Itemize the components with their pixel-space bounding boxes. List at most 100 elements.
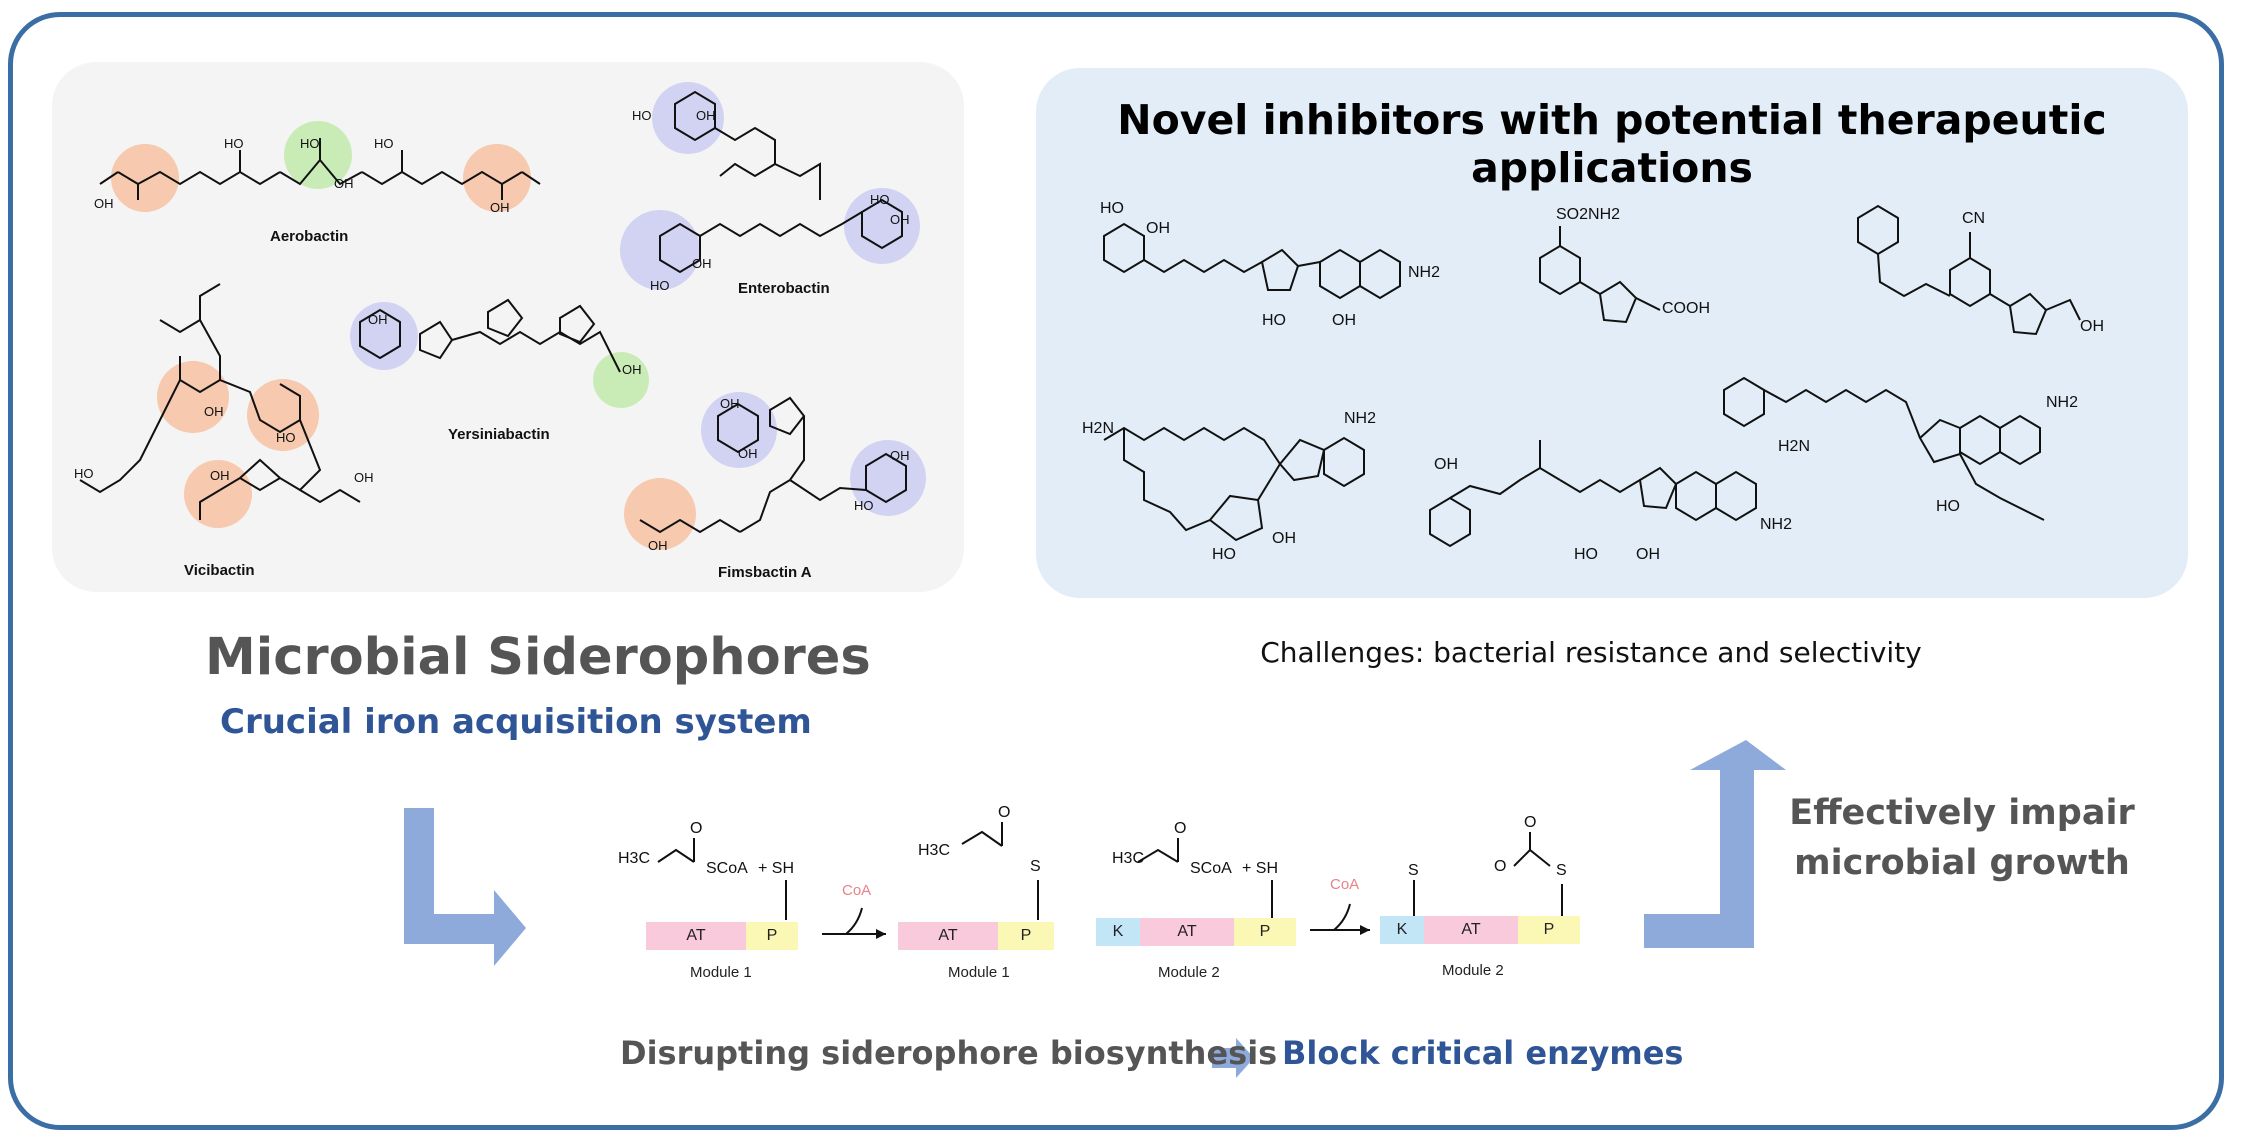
atom-label: OH xyxy=(354,470,374,485)
atom-label: HO xyxy=(1262,312,1286,329)
carboxylate-o: O xyxy=(1494,858,1507,875)
siderophore-bonds xyxy=(79,90,907,534)
coa-byproduct: CoA xyxy=(1330,876,1360,893)
plus-sh-label: + SH xyxy=(1242,860,1279,877)
atom-label: H2N xyxy=(1778,438,1811,455)
highlight-yersiniabactin-right xyxy=(593,352,649,408)
at-domain: AT xyxy=(1140,918,1234,946)
atom-label: OH xyxy=(1332,312,1356,329)
p-domain: P xyxy=(746,922,798,950)
pathway-bonds xyxy=(657,822,1563,920)
at-domain: AT xyxy=(898,922,998,950)
at-domain: AT xyxy=(646,922,746,950)
reagent-label: H3C xyxy=(918,842,951,859)
main-title: Microbial Siderophores xyxy=(205,628,871,687)
effect-line-1: Effectively impair xyxy=(1789,793,2135,833)
atom-label: OH xyxy=(738,446,758,461)
hydroxyl-label: OH xyxy=(2080,318,2104,335)
p-domain: P xyxy=(1518,916,1580,944)
highlight-vicibactin-top xyxy=(157,361,229,433)
atom-label: OH xyxy=(1636,546,1660,563)
highlight-fimsbactin-left xyxy=(624,478,696,550)
atom-label: OH xyxy=(368,312,388,327)
atom-label: NH2 xyxy=(2046,394,2079,411)
carboxyl-label: COOH xyxy=(1662,300,1710,317)
module-label: Module 2 xyxy=(1158,964,1220,981)
atom-label: HO xyxy=(300,136,320,151)
atom-label: OH xyxy=(692,256,712,271)
nitrile-label: CN xyxy=(1962,210,1986,227)
thioester-label: SCoA xyxy=(706,860,748,877)
subtitle: Crucial iron acquisition system xyxy=(220,702,812,742)
bottom-caption-right: Block critical enzymes xyxy=(1282,1034,1684,1072)
atom-label: HO xyxy=(276,430,296,445)
atom-label: OH xyxy=(204,404,224,419)
atom-label: HO xyxy=(1212,546,1236,563)
thiol-label: S xyxy=(1556,862,1567,879)
atom-label: HO xyxy=(1936,498,1960,515)
carbonyl-o: O xyxy=(1174,820,1187,837)
atom-label: HO xyxy=(632,108,652,123)
atom-label: HO xyxy=(1100,200,1124,217)
p-domain: P xyxy=(1234,918,1296,946)
p-domain: P xyxy=(998,922,1054,950)
arrow-up-right xyxy=(1644,740,1786,948)
atom-label: HO xyxy=(870,192,890,207)
label-enterobactin: Enterobactin xyxy=(738,280,830,297)
atom-label: NH2 xyxy=(1344,410,1377,427)
highlight-aerobactin-right xyxy=(463,144,531,212)
effect-line-2: microbial growth xyxy=(1794,843,2130,883)
effect-text: Effectively impair microbial growth xyxy=(1762,788,2162,888)
atom-label: OH xyxy=(1434,456,1458,473)
highlight-aerobactin-center xyxy=(284,121,352,189)
module-label: Module 1 xyxy=(690,964,752,981)
arrow-down-right xyxy=(404,808,526,966)
label-fimsbactin: Fimsbactin A xyxy=(718,564,812,581)
atom-label: OH xyxy=(1146,220,1170,237)
carbonyl-o: O xyxy=(690,820,703,837)
atom-label: OH xyxy=(648,538,668,553)
highlight-fimsbactin-top xyxy=(701,392,777,468)
atom-label: OH xyxy=(890,448,910,463)
highlight-enterobactin-top xyxy=(652,82,724,154)
atom-label: OH xyxy=(696,108,716,123)
reagent-label: H3C xyxy=(1112,850,1145,867)
label-yersiniabactin: Yersiniabactin xyxy=(448,426,550,443)
k-domain: K xyxy=(1380,916,1424,944)
inhibitor-panel xyxy=(1036,68,2188,598)
atom-label: HO xyxy=(1574,546,1598,563)
amine-label: H2N xyxy=(1082,420,1115,437)
atom-label: OH xyxy=(334,176,354,191)
highlight-aerobactin-left xyxy=(111,144,179,212)
module-label: Module 2 xyxy=(1442,962,1504,979)
atom-label: NH2 xyxy=(1408,264,1441,281)
bottom-caption-left: Disrupting siderophore biosynthesis xyxy=(620,1034,1278,1072)
atom-label: OH xyxy=(622,362,642,377)
atom-label: OH xyxy=(94,196,114,211)
atom-label: OH xyxy=(490,200,510,215)
plus-sh-label: + SH xyxy=(758,860,795,877)
atom-label: HO xyxy=(854,498,874,513)
at-domain: AT xyxy=(1424,916,1518,944)
arrow-small-right xyxy=(1212,1038,1254,1078)
atom-label: HO xyxy=(224,136,244,151)
label-vicibactin: Vicibactin xyxy=(184,562,255,579)
sulfonamide-label: SO2NH2 xyxy=(1556,206,1621,223)
challenges-text: Challenges: bacterial resistance and sel… xyxy=(1260,636,1922,669)
atom-label: OH xyxy=(720,396,740,411)
atom-label: HO xyxy=(74,466,94,481)
highlight-yersiniabactin-left xyxy=(350,302,418,370)
thiol-label: S xyxy=(1030,858,1041,875)
atom-label: OH xyxy=(210,468,230,483)
atom-label: OH xyxy=(1272,530,1296,547)
reagent-label: H3C xyxy=(618,850,651,867)
highlight-fimsbactin-right xyxy=(850,440,926,516)
thiol-label: S xyxy=(1408,862,1419,879)
highlight-enterobactin-right xyxy=(844,188,920,264)
carbonyl-o: O xyxy=(998,804,1011,821)
k-domain: K xyxy=(1096,918,1140,946)
label-aerobactin: Aerobactin xyxy=(270,228,349,245)
